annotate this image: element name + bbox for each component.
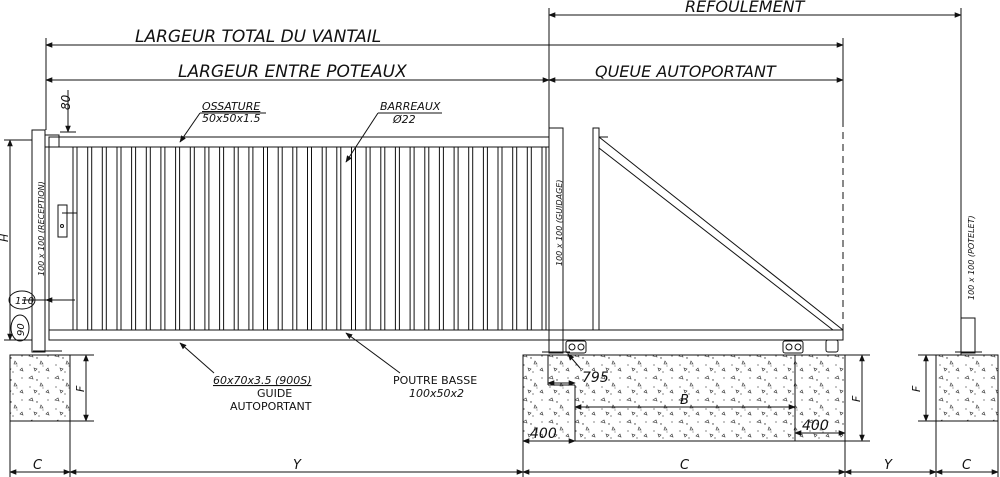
dimension-f-middle: [845, 354, 870, 442]
gate-bar: [409, 146, 415, 331]
gate-bar: [307, 146, 312, 331]
gate-bar: [248, 146, 254, 331]
reception-post: [31, 129, 62, 353]
dimension-refoulement: [548, 8, 962, 355]
dimension-f-left: [70, 354, 94, 422]
gate-bar: [482, 146, 488, 331]
gate-bar: [145, 146, 151, 331]
label-reception: 100 x 100 (RECEPTION): [37, 181, 46, 276]
label-dim-400-left: 400: [530, 426, 557, 442]
label-queue: QUEUE AUTOPORTANT: [595, 62, 777, 81]
gate-bar: [438, 146, 444, 331]
gate-handle: [57, 204, 77, 238]
gate-bar: [233, 146, 239, 331]
label-dim-400-right: 400: [802, 418, 829, 434]
gate-bar: [468, 146, 474, 331]
guidage-post: [542, 127, 570, 354]
gate-bar: [526, 146, 532, 331]
gate-bar: [87, 146, 93, 331]
dimension-chain-bottom: [9, 421, 999, 477]
gate-bar: [512, 146, 518, 331]
label-guide-2: AUTOPORTANT: [230, 400, 312, 413]
label-dim-c-middle: C: [680, 458, 690, 473]
label-guide-1: GUIDE: [257, 387, 292, 400]
label-largeur-poteaux: LARGEUR ENTRE POTEAUX: [178, 62, 407, 82]
label-dim-90: 90: [16, 323, 27, 336]
label-guidage: 100 x 100 (GUIDAGE): [555, 180, 564, 266]
label-dim-c-left: C: [33, 458, 43, 473]
gate-bar: [160, 146, 166, 331]
gate-bar: [263, 146, 268, 331]
gate-bar: [116, 146, 122, 331]
potelet-post: [955, 317, 982, 354]
gate-bar: [365, 146, 371, 331]
gate-bar: [219, 146, 225, 331]
gate-bar: [424, 146, 430, 331]
gate-bar: [175, 146, 181, 331]
label-dim-f-right: F: [910, 385, 923, 392]
gate-frame: [48, 136, 844, 341]
gate-bar: [277, 146, 283, 331]
label-dim-110: 110: [15, 296, 34, 307]
dimension-80: [60, 90, 76, 133]
gate-bar: [204, 146, 210, 331]
label-poutre-dim: 100x50x2: [409, 387, 464, 400]
label-largeur-total: LARGEUR TOTAL DU VANTAIL: [135, 27, 381, 47]
label-dim-y-left: Y: [293, 458, 302, 473]
foundation-middle: [522, 354, 846, 442]
label-dim-f-middle: F: [850, 395, 863, 402]
label-potelet: 100 x 100 (POTELET): [967, 215, 976, 300]
label-dim-y-right: Y: [884, 458, 893, 473]
gate-bar: [351, 146, 356, 331]
gate-bars: [72, 146, 547, 331]
label-dim-h: H: [0, 234, 11, 242]
dimension-height: [4, 139, 32, 341]
label-dim-f-left: F: [74, 385, 87, 392]
guide-rollers: [565, 339, 839, 354]
dimension-f-right: [918, 354, 936, 422]
gate-bar: [336, 146, 342, 331]
label-dim-795: 795: [582, 370, 609, 386]
leader-lines: [179, 112, 581, 374]
label-guide-dim: 60x70x3.5 (900S): [213, 374, 312, 387]
gate-bar: [101, 146, 107, 331]
label-ossature-dim: 50x50x1.5: [202, 112, 261, 125]
gate-bar: [380, 146, 386, 331]
label-dim-c-right: C: [962, 458, 972, 473]
callout-90: [10, 314, 30, 342]
gate-bar: [541, 146, 547, 331]
gate-bar: [72, 146, 78, 331]
label-dim-b: B: [680, 393, 689, 408]
label-dim-80: 80: [59, 94, 73, 110]
callout-110: [8, 290, 36, 310]
gate-bar: [497, 146, 503, 331]
label-poutre: POUTRE BASSE: [393, 374, 477, 387]
gate-bar: [189, 146, 195, 331]
foundation-right: [935, 354, 999, 422]
gate-bar: [131, 146, 137, 331]
gate-bar: [394, 146, 400, 331]
label-barreaux-dim: Ø22: [392, 113, 416, 126]
cantilever-tail: [592, 127, 844, 331]
label-refoulement: REFOULEMENT: [685, 0, 806, 16]
gate-bar: [453, 146, 459, 331]
gate-bar: [321, 146, 327, 331]
gate-bar: [292, 146, 298, 331]
label-barreaux: BARREAUX: [380, 100, 441, 113]
dimension-largeur-total: [45, 38, 844, 130]
label-ossature: OSSATURE: [202, 100, 260, 113]
foundation-left: [9, 354, 71, 422]
